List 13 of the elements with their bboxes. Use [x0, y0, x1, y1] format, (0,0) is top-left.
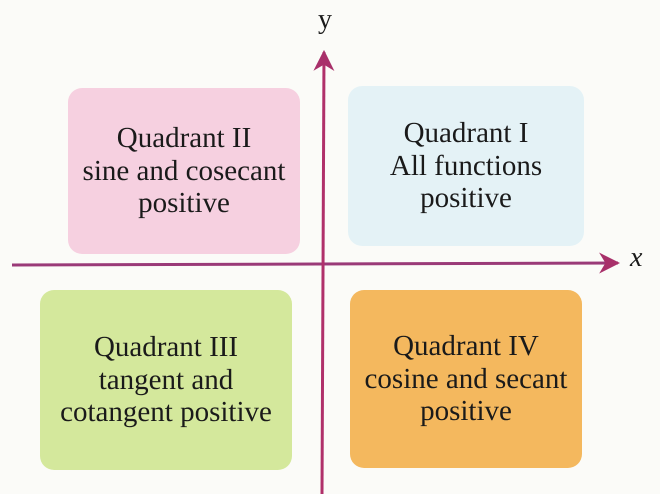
- quadrant-description: All functions positive: [388, 150, 544, 215]
- quadrant-description: sine and cosecant positive: [82, 154, 286, 220]
- quadrant-heading: Quadrant I: [404, 117, 528, 150]
- axis-label: x: [630, 242, 642, 274]
- quadrant-heading: Quadrant III: [94, 331, 238, 364]
- quadrant-box: [350, 290, 582, 468]
- axis-label: y: [318, 4, 332, 36]
- quadrant-description: cosine and secant positive: [364, 362, 568, 428]
- quadrant-box: [40, 290, 292, 470]
- quadrant-box: [68, 88, 300, 254]
- quadrant-heading: Quadrant II: [116, 122, 252, 155]
- quadrant-description: tangent and cotangent positive: [59, 364, 273, 429]
- quadrant-heading: Quadrant IV: [393, 330, 539, 363]
